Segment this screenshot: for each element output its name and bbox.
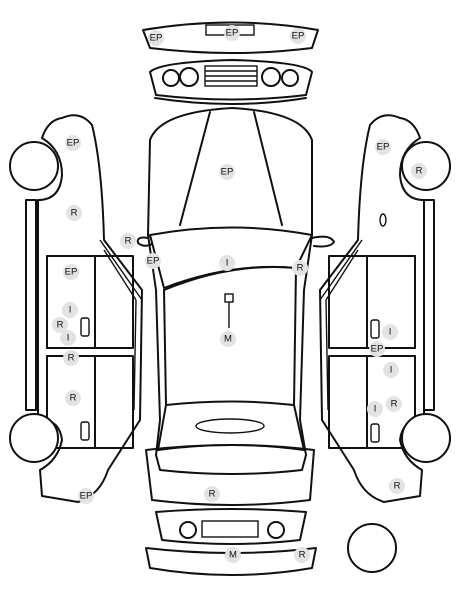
marker-front-bumper-right[interactable]: EP <box>290 28 306 44</box>
marker-label: R <box>68 353 75 364</box>
right-front-wheel <box>401 141 451 191</box>
front-grille <box>149 59 313 105</box>
marker-label: I <box>67 333 70 344</box>
marker-label: EP <box>150 33 163 44</box>
marker-front-bumper-left[interactable]: EP <box>148 30 164 46</box>
marker-right-rear-door-lower[interactable]: R <box>386 396 402 412</box>
car-body-top <box>136 107 335 475</box>
marker-label: R <box>391 399 398 410</box>
marker-label: R <box>299 550 306 561</box>
marker-label: I <box>389 327 392 338</box>
marker-rear-bumper-right[interactable]: R <box>294 547 310 563</box>
marker-right-front-wheel[interactable]: R <box>411 163 427 179</box>
marker-right-rear-quarter[interactable]: R <box>389 478 405 494</box>
marker-right-b-pillar[interactable]: EP <box>369 341 385 357</box>
marker-right-front-door-handle[interactable]: I <box>382 324 398 340</box>
marker-label: EP <box>377 142 390 153</box>
marker-label: I <box>69 305 72 316</box>
marker-rear-bumper-center[interactable]: M <box>225 547 241 563</box>
marker-label: EP <box>371 344 384 355</box>
marker-right-rear-door-handle[interactable]: I <box>367 401 383 417</box>
marker-label: EP <box>221 167 234 178</box>
marker-label: M <box>224 334 232 345</box>
marker-roof[interactable]: M <box>220 331 236 347</box>
marker-right-a-pillar[interactable]: R <box>292 260 308 276</box>
marker-label: R <box>125 236 132 247</box>
marker-left-a-pillar[interactable]: EP <box>145 253 161 269</box>
marker-label: EP <box>292 31 305 42</box>
marker-left-rear-quarter[interactable]: EP <box>78 488 94 504</box>
marker-label: R <box>70 393 77 404</box>
marker-label: R <box>297 263 304 274</box>
marker-windshield[interactable]: I <box>219 255 235 271</box>
rear-panel <box>145 444 315 506</box>
marker-left-front-door-lower-r[interactable]: R <box>52 317 68 333</box>
marker-label: I <box>226 258 229 269</box>
marker-left-front-door-handle[interactable]: I <box>62 302 78 318</box>
marker-label: EP <box>67 138 80 149</box>
rear-lights <box>155 508 307 545</box>
marker-label: EP <box>80 491 93 502</box>
marker-hood[interactable]: EP <box>219 164 235 180</box>
left-side-view <box>9 114 143 503</box>
marker-label: EP <box>65 267 78 278</box>
marker-left-rear-door[interactable]: R <box>65 390 81 406</box>
spare-tire <box>347 523 397 573</box>
left-front-wheel <box>9 141 59 191</box>
marker-left-b-pillar[interactable]: R <box>63 350 79 366</box>
marker-front-bumper-center[interactable]: EP <box>224 25 240 41</box>
right-side-view <box>319 114 451 503</box>
marker-trunk[interactable]: R <box>204 486 220 502</box>
marker-label: I <box>390 365 393 376</box>
marker-label: R <box>209 489 216 500</box>
marker-label: M <box>229 550 237 561</box>
marker-right-front-fender[interactable]: EP <box>375 139 391 155</box>
marker-label: R <box>416 166 423 177</box>
marker-left-front-fender[interactable]: EP <box>65 135 81 151</box>
marker-label: R <box>57 320 64 331</box>
rear-bumper <box>145 547 317 576</box>
marker-label: EP <box>226 28 239 39</box>
marker-label: R <box>394 481 401 492</box>
marker-left-mirror[interactable]: R <box>120 233 136 249</box>
right-rear-wheel <box>401 413 451 463</box>
marker-label: I <box>374 404 377 415</box>
marker-left-fender-lower[interactable]: R <box>66 205 82 221</box>
marker-label: EP <box>147 256 160 267</box>
marker-left-front-door-lower-i[interactable]: I <box>60 330 76 346</box>
marker-label: R <box>71 208 78 219</box>
marker-left-front-door[interactable]: EP <box>63 264 79 280</box>
left-rear-wheel <box>9 413 59 463</box>
marker-right-rear-door[interactable]: I <box>383 362 399 378</box>
